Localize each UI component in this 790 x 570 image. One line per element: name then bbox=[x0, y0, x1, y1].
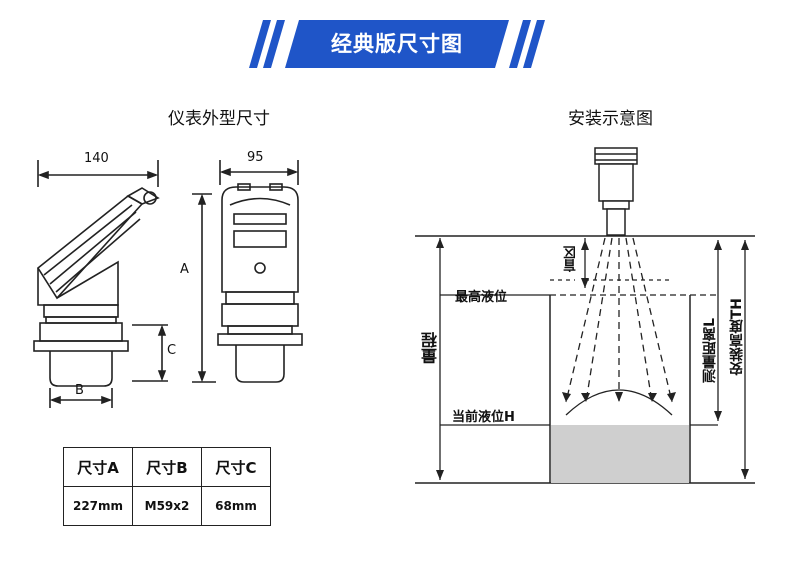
installation-diagram bbox=[415, 147, 755, 484]
dimension-table: 尺寸A 尺寸B 尺寸C 227mm M59x2 68mm bbox=[63, 447, 271, 526]
liquid-fill bbox=[551, 425, 689, 483]
table-value-a: 227mm bbox=[63, 486, 133, 526]
distance-label: 测量距离L bbox=[702, 318, 718, 383]
outline-section-title: 仪表外型尺寸 bbox=[168, 109, 270, 129]
banner-title: 经典版尺寸图 bbox=[331, 32, 463, 56]
blind-zone-label: 盲区 bbox=[564, 246, 579, 272]
table-value-c: 68mm bbox=[201, 486, 271, 526]
dim-95-label: 95 bbox=[247, 150, 264, 165]
table-header-a: 尺寸A bbox=[63, 447, 133, 487]
install-height-label: 安装高度TH bbox=[729, 298, 745, 376]
dim-140-label: 140 bbox=[84, 151, 109, 166]
dim-a-label: A bbox=[180, 262, 189, 277]
current-level-label: 当前液位H bbox=[452, 410, 515, 425]
banner-shape bbox=[249, 20, 545, 68]
table-header-c: 尺寸C bbox=[201, 447, 271, 487]
table-header-b: 尺寸B bbox=[132, 447, 202, 487]
title-banner: 经典版尺寸图 bbox=[247, 18, 547, 70]
table-value-b: M59x2 bbox=[132, 486, 202, 526]
instrument-outline-drawing bbox=[33, 160, 303, 408]
range-label: 量程 bbox=[421, 332, 440, 364]
dim-b-label: B bbox=[75, 383, 84, 398]
install-section-title: 安装示意图 bbox=[568, 109, 653, 129]
max-level-label: 最高液位 bbox=[455, 290, 508, 305]
dim-c-label: C bbox=[167, 343, 177, 358]
